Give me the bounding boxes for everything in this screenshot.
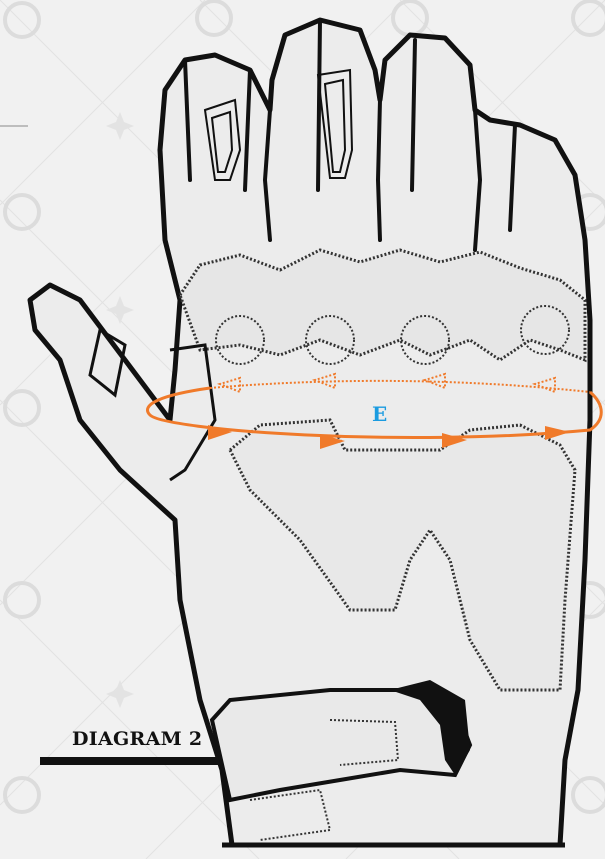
diagram-caption: DIAGRAM 2 — [72, 728, 202, 750]
caption-underline — [40, 757, 218, 765]
measurement-label: E — [372, 402, 387, 426]
